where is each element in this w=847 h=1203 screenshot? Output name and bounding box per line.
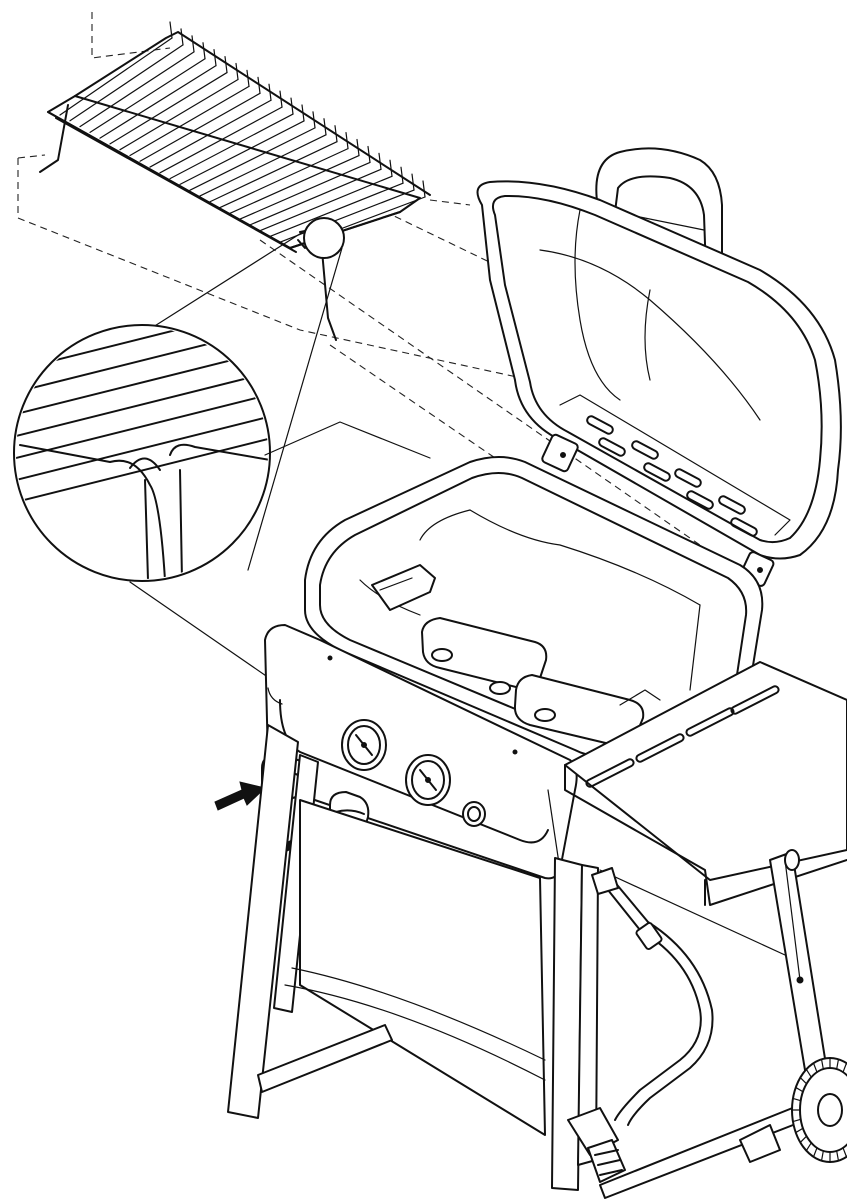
wheel-tread (812, 1062, 818, 1073)
lid-vent-slot (730, 517, 758, 537)
rack-tine (279, 90, 283, 108)
rack-wire (279, 189, 415, 243)
rack-wire (229, 154, 360, 214)
rack-wire (239, 161, 371, 220)
rack-wire (249, 168, 382, 226)
rack-tine (246, 69, 250, 87)
rack-wire (259, 175, 393, 232)
wheel-tread (792, 1118, 802, 1123)
rack-tine (422, 180, 426, 198)
igniter-button (462, 801, 486, 827)
rack-wire (149, 99, 272, 168)
rack-tine (213, 49, 217, 67)
lid-vent-slot (598, 437, 626, 457)
rack-wire (119, 78, 239, 151)
control-panel (264, 624, 578, 880)
rack-wire (129, 85, 250, 157)
rack-tine (301, 104, 305, 122)
shelf-slot (730, 685, 780, 715)
rack-wire (79, 51, 195, 128)
rack-tine (400, 166, 404, 184)
rack-tine (312, 111, 316, 129)
grill-lid-open (476, 147, 842, 587)
lid-vent-slot (631, 440, 659, 460)
wheel-tread (836, 1150, 840, 1162)
rack-tine (268, 83, 272, 101)
wheel-tread (799, 1076, 808, 1085)
rack-tine (169, 21, 173, 39)
rack-wire (209, 141, 338, 203)
rack-tine (257, 76, 261, 94)
wheel-tread (795, 1127, 804, 1134)
rack-tine (290, 97, 294, 115)
grill-firebox (304, 456, 764, 757)
shelf-slot (685, 707, 735, 737)
zoom-wire (16, 327, 268, 331)
rack-tine (356, 138, 360, 157)
rack-tine (323, 118, 327, 136)
zoom-wire (16, 413, 268, 485)
lid-vent-slot (686, 490, 714, 510)
rack-tine (389, 159, 393, 177)
arrow-to-left-knob (214, 781, 267, 811)
rack-tine (411, 173, 415, 191)
left-control-knob (341, 719, 387, 771)
lid-vent-slot (718, 495, 746, 515)
warming-rack (39, 21, 431, 341)
floor-plane (129, 421, 431, 681)
gas-hose-with-regulator (567, 867, 714, 1183)
cart-frame (227, 724, 847, 1199)
rack-wire (189, 127, 316, 191)
rack-wire (159, 106, 283, 174)
rack-wire (59, 37, 173, 116)
rack-wire (109, 71, 228, 145)
wheel-tread (842, 1062, 847, 1073)
rack-tine (191, 35, 195, 53)
cart-wheel (791, 1057, 847, 1163)
rack-tine (334, 125, 338, 143)
rack-tine (378, 152, 382, 170)
wheel-tread (836, 1058, 840, 1070)
lid-vent-slot (674, 468, 702, 488)
lid-vent-slot (586, 415, 614, 435)
shelf-slot (635, 733, 685, 763)
wheel-tread (820, 1150, 824, 1162)
lid-vent-slot (643, 462, 671, 482)
rack-wire (179, 120, 305, 185)
rack-tine (235, 62, 239, 81)
wheel-tread (795, 1086, 804, 1093)
rack-tine (180, 28, 184, 46)
rack-tine (202, 42, 206, 60)
wheel-tread (799, 1135, 808, 1144)
rack-wire (89, 58, 206, 133)
rack-wire (219, 148, 349, 209)
wheel-tread (805, 1068, 812, 1078)
rack-tine (345, 132, 349, 150)
wheel-tread (805, 1142, 812, 1152)
right-control-knob (405, 754, 451, 806)
wheel-tread (812, 1147, 818, 1158)
wheel-tread (792, 1097, 802, 1102)
rack-wire (199, 134, 327, 197)
wheel-tread (820, 1058, 824, 1070)
rack-wire (269, 182, 404, 238)
rack-tine (224, 55, 228, 74)
side-shelf (564, 661, 847, 906)
rack-tine (367, 145, 371, 164)
rack-wire (169, 113, 294, 180)
rack-wire (139, 92, 261, 162)
shelf-slot (585, 758, 635, 788)
zoom-wire (16, 369, 268, 441)
wheel-tread (842, 1147, 847, 1158)
rack-wire (69, 44, 184, 122)
magnified-rack-hook-detail (13, 217, 345, 582)
rack-wire (99, 65, 217, 139)
